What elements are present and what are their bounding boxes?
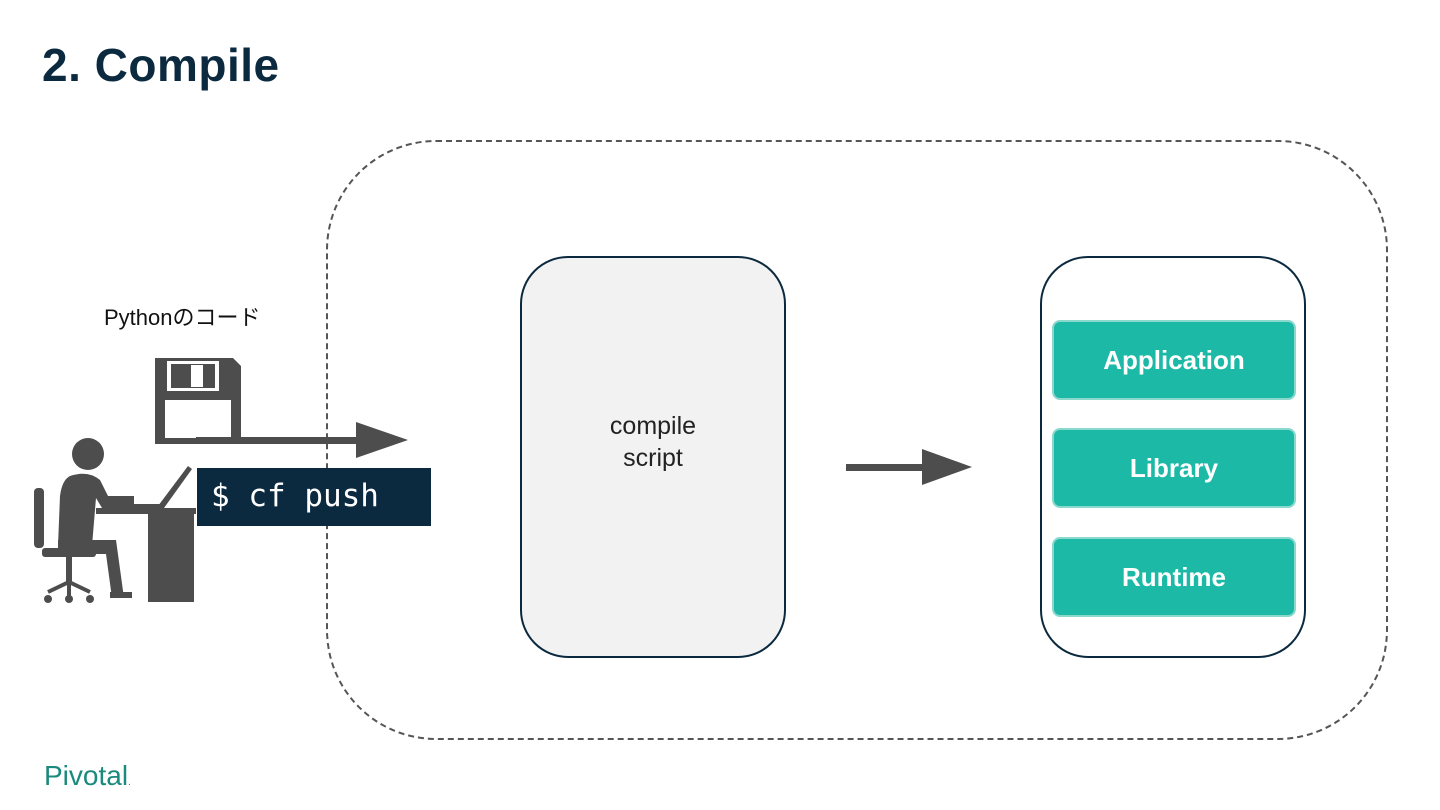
code-label: Pythonのコード [104,305,261,330]
logo-text: Pivotal [44,760,129,791]
arrow-right-icon [196,422,408,458]
layer-library: Library [1052,428,1296,508]
pivotal-logo: Pivotal. [44,760,131,792]
droplet-box: Application Library Runtime [1040,256,1306,658]
cf-push-command: $ cf push [197,468,431,526]
layer-application: Application [1052,320,1296,400]
layer-runtime: Runtime [1052,537,1296,617]
floppy-disk-icon [155,358,241,444]
slide-title: 2. Compile [42,39,280,91]
person-at-desk-icon [34,438,196,603]
script-label-line1: compile [609,411,697,440]
logo-mark: . [128,777,131,788]
compile-script-label: compile script [610,410,696,475]
script-label-line2: script [623,444,683,472]
arrow-right-icon [846,449,972,485]
compile-script-box: compile script [520,256,786,658]
